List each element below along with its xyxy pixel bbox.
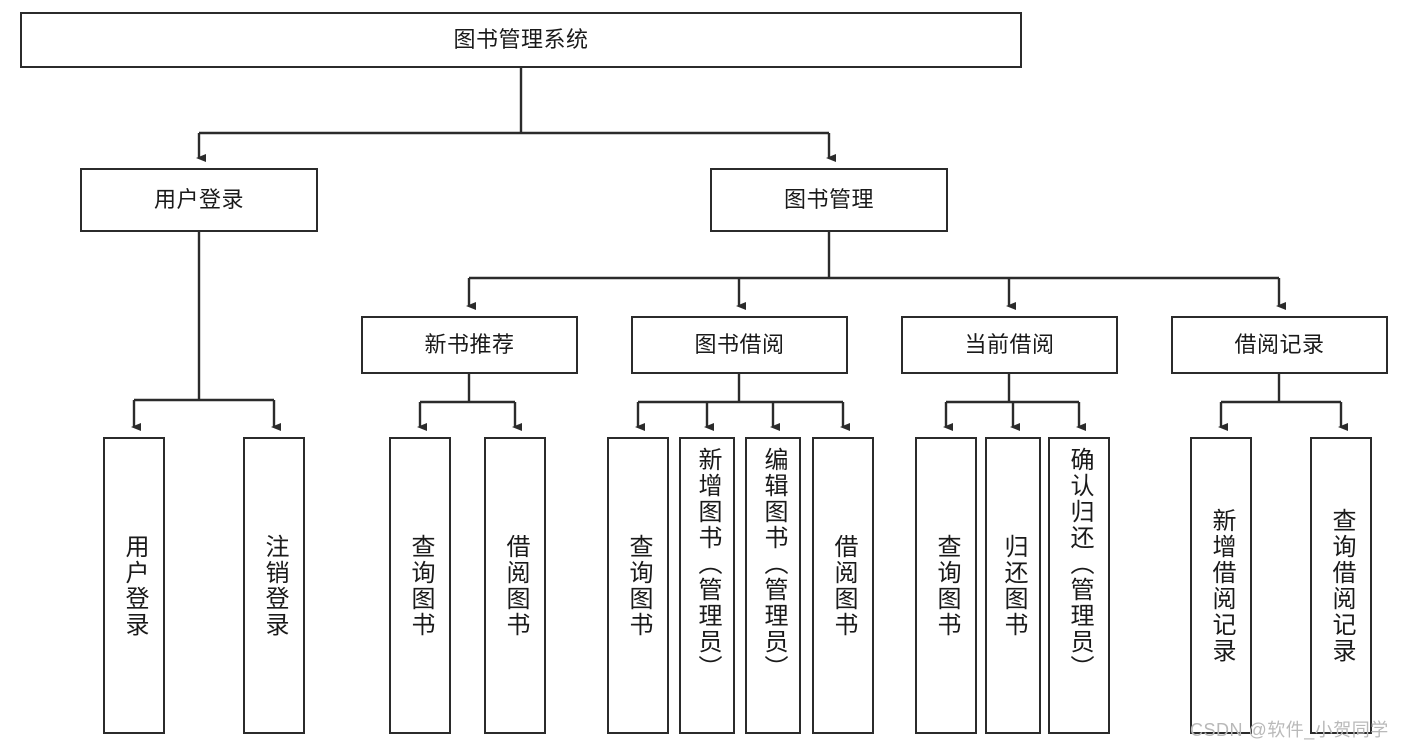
node-leaf-logout[interactable]: 注销登录 <box>243 437 305 734</box>
node-label: 借阅图书 <box>830 533 857 638</box>
node-new-book-recommend[interactable]: 新书推荐 <box>361 316 578 374</box>
node-borrow-record[interactable]: 借阅记录 <box>1171 316 1388 374</box>
node-leaf-confirm-return[interactable]: 确认归还（管理员） <box>1048 437 1110 734</box>
node-label: 编辑图书（管理员） <box>760 447 787 681</box>
node-label: 注销登录 <box>261 533 288 638</box>
node-leaf-borrow-book-2[interactable]: 借阅图书 <box>812 437 874 734</box>
node-label: 查询借阅记录 <box>1328 507 1355 664</box>
node-user-login[interactable]: 用户登录 <box>80 168 318 232</box>
node-leaf-add-book[interactable]: 新增图书（管理员） <box>679 437 735 734</box>
node-label: 新增借阅记录 <box>1208 507 1235 664</box>
node-book-manage[interactable]: 图书管理 <box>710 168 948 232</box>
node-label: 新书推荐 <box>424 332 515 358</box>
node-leaf-add-record[interactable]: 新增借阅记录 <box>1190 437 1252 734</box>
node-label: 查询图书 <box>933 533 960 638</box>
node-leaf-query-book-1[interactable]: 查询图书 <box>389 437 451 734</box>
node-label: 新增图书（管理员） <box>694 447 721 681</box>
node-label: 借阅记录 <box>1234 332 1325 358</box>
node-label: 查询图书 <box>625 533 652 638</box>
node-root[interactable]: 图书管理系统 <box>20 12 1022 68</box>
node-leaf-edit-book[interactable]: 编辑图书（管理员） <box>745 437 801 734</box>
node-label: 确认归还（管理员） <box>1066 447 1093 681</box>
node-label: 用户登录 <box>153 187 244 213</box>
node-label: 图书管理系统 <box>453 27 589 53</box>
node-leaf-query-book-2[interactable]: 查询图书 <box>607 437 669 734</box>
node-leaf-query-book-3[interactable]: 查询图书 <box>915 437 977 734</box>
node-label: 图书管理 <box>783 187 874 213</box>
node-leaf-return-book[interactable]: 归还图书 <box>985 437 1041 734</box>
node-leaf-user-login[interactable]: 用户登录 <box>103 437 165 734</box>
node-book-borrow[interactable]: 图书借阅 <box>631 316 848 374</box>
watermark: CSDN @软件_小贺同学 <box>1190 720 1389 740</box>
node-label: 图书借阅 <box>694 332 785 358</box>
node-label: 用户登录 <box>121 533 148 638</box>
node-label: 借阅图书 <box>502 533 529 638</box>
node-leaf-query-record[interactable]: 查询借阅记录 <box>1310 437 1372 734</box>
node-current-borrow[interactable]: 当前借阅 <box>901 316 1118 374</box>
node-label: 查询图书 <box>407 533 434 638</box>
node-label: 归还图书 <box>1000 533 1027 638</box>
node-leaf-borrow-book-1[interactable]: 借阅图书 <box>484 437 546 734</box>
node-label: 当前借阅 <box>964 332 1055 358</box>
